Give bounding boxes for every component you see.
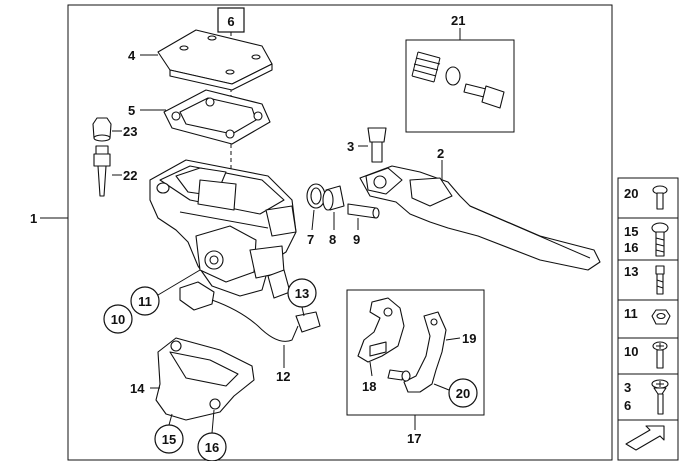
callout-8: 8 bbox=[329, 232, 336, 247]
callout-1: 1 bbox=[30, 211, 37, 226]
bushing bbox=[322, 185, 345, 211]
legend-label-11: 11 bbox=[624, 306, 638, 321]
callout-11: 11 bbox=[138, 294, 152, 309]
callout-5: 5 bbox=[128, 103, 135, 118]
callout-12: 12 bbox=[276, 369, 290, 384]
nut-icon bbox=[651, 309, 671, 325]
callout-7: 7 bbox=[307, 232, 314, 247]
long-screw-icon bbox=[651, 222, 669, 257]
fastener-legend: 20 15 16 13 11 10 3 6 bbox=[617, 177, 679, 461]
callout-15: 15 bbox=[162, 432, 176, 447]
clutch-lever bbox=[359, 165, 601, 271]
callout-13: 13 bbox=[295, 286, 309, 301]
spring-seat bbox=[445, 66, 461, 86]
legend-label-6: 6 bbox=[624, 398, 631, 413]
legend-label-10: 10 bbox=[624, 344, 638, 359]
legend-label-13: 13 bbox=[624, 264, 638, 279]
pan-screw-icon bbox=[652, 185, 668, 210]
lower-cover bbox=[155, 337, 255, 421]
spring-kit-frame bbox=[405, 39, 515, 133]
callout-20-circle bbox=[448, 378, 478, 408]
callout-16: 16 bbox=[205, 440, 219, 455]
legend-label-16: 16 bbox=[624, 240, 638, 255]
push-rod bbox=[463, 83, 505, 109]
callout-20: 20 bbox=[456, 386, 470, 401]
arrow-icon[interactable] bbox=[625, 425, 665, 451]
reservoir-gasket bbox=[163, 89, 271, 145]
o-ring bbox=[306, 183, 326, 209]
callout-14: 14 bbox=[130, 381, 145, 396]
legend-label-15: 15 bbox=[624, 224, 638, 239]
legend-label-3: 3 bbox=[624, 380, 631, 395]
callout-21: 21 bbox=[451, 13, 465, 28]
callout-6-box bbox=[217, 7, 245, 33]
switch-housing-right bbox=[403, 311, 447, 393]
phillips-screw-icon bbox=[652, 341, 668, 369]
callout-22: 22 bbox=[123, 168, 137, 183]
switch-screw bbox=[387, 369, 411, 382]
main-frame bbox=[67, 4, 613, 461]
callout-10-circle bbox=[103, 304, 133, 334]
callout-18: 18 bbox=[362, 379, 376, 394]
callout-11-circle bbox=[130, 286, 160, 316]
callout-23: 23 bbox=[123, 124, 137, 139]
switch-housing-left bbox=[357, 297, 405, 363]
callout-10: 10 bbox=[111, 312, 125, 327]
clutch-switch-connector bbox=[179, 281, 321, 342]
callout-3: 3 bbox=[347, 139, 354, 154]
callout-9: 9 bbox=[353, 232, 360, 247]
callout-2: 2 bbox=[437, 146, 444, 161]
bleed-screw bbox=[93, 145, 111, 197]
callout-17: 17 bbox=[407, 431, 421, 446]
rubber-cap bbox=[92, 117, 112, 142]
callout-6: 6 bbox=[227, 14, 234, 29]
reservoir-cover bbox=[157, 29, 273, 91]
callout-4: 4 bbox=[128, 48, 136, 63]
countersunk-screw-icon bbox=[651, 379, 669, 415]
callout-19: 19 bbox=[462, 331, 476, 346]
legend-label-20: 20 bbox=[624, 186, 638, 201]
bolt-icon bbox=[655, 265, 665, 295]
pivot-screw bbox=[367, 127, 387, 163]
master-cylinder-body bbox=[149, 159, 297, 299]
spring bbox=[411, 51, 441, 83]
pivot-pin bbox=[347, 203, 380, 219]
